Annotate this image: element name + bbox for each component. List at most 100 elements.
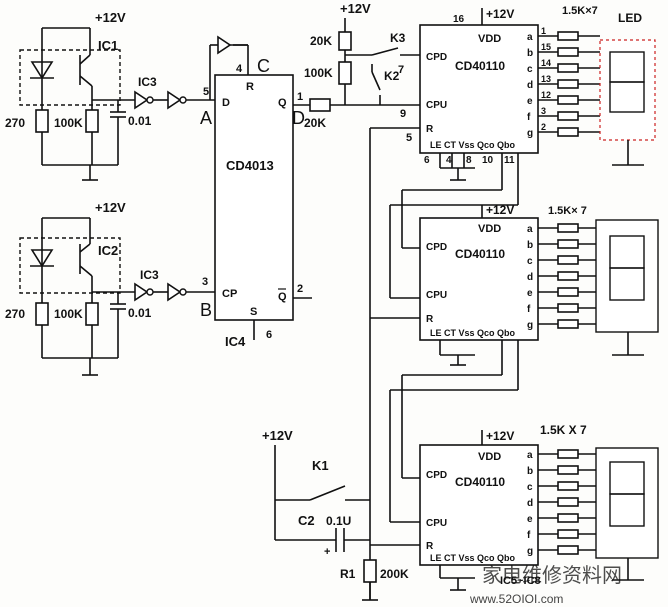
mid-part: CD40110 [455, 247, 505, 261]
ic4-num-2: 2 [297, 283, 303, 295]
r1-label: R1 [340, 567, 356, 581]
segment-resistor [557, 47, 579, 57]
top-display [599, 39, 656, 166]
ic1-supply-label: +12V [95, 10, 126, 25]
ic2-label: IC2 [98, 243, 118, 258]
segment-label-c: c [527, 482, 533, 493]
bot-r: R [426, 541, 434, 552]
ic1-optocoupler [19, 27, 215, 181]
segment-resistor [557, 319, 579, 329]
switch-k2[interactable]: K2 [384, 69, 400, 83]
segment-resistor [557, 31, 579, 41]
segment-label-b: b [527, 48, 533, 59]
segment-label-d: d [527, 498, 533, 509]
segment-label-e: e [527, 514, 533, 525]
ic2-resistor-270: 270 [5, 307, 25, 321]
bot-cpd: CPD [426, 470, 447, 481]
top-r: R [426, 124, 434, 135]
segment-resistor [557, 465, 579, 475]
watermark-url: www.52OIOI.com [469, 592, 563, 606]
segment-label-e: e [527, 288, 533, 299]
top-pin-10: 10 [482, 155, 494, 166]
top-pin-7: 7 [398, 64, 404, 76]
ic4-num-5: 5 [203, 86, 209, 98]
ic2-supply-label: +12V [95, 200, 126, 215]
ic2-pot-100k: 100K [54, 307, 83, 321]
mid-r: R [426, 314, 434, 325]
switch-k3[interactable]: K3 [390, 31, 406, 45]
segment-label-e: e [527, 96, 533, 107]
ic1-cap: 0.01 [128, 114, 152, 128]
segment-pin-c: 14 [541, 58, 551, 68]
bot-part: CD40110 [455, 475, 505, 489]
watermark-text: 家电维修资料网 [482, 564, 622, 587]
segment-label-d: d [527, 80, 533, 91]
segment-pin-e: 12 [541, 90, 551, 100]
bot-res-label: 1.5K X 7 [540, 423, 587, 437]
segment-pin-d: 13 [541, 74, 551, 84]
mid-cpd: CPD [426, 242, 447, 253]
segment-label-b: b [527, 240, 533, 251]
segment-resistor [557, 63, 579, 73]
ic4-num-1: 1 [297, 91, 303, 103]
r100k: 100K [304, 66, 333, 80]
segment-resistor [557, 287, 579, 297]
top-pin-9: 9 [400, 108, 406, 120]
top-cpd: CPD [426, 52, 447, 63]
top-pin-16: 16 [453, 14, 465, 25]
bot-cpu: CPU [426, 518, 447, 529]
top-switch-supply: +12V [340, 1, 371, 16]
segment-pin-g: 2 [541, 122, 546, 132]
segment-label-a: a [527, 450, 533, 461]
segment-resistor [557, 79, 579, 89]
segment-pin-a: 1 [541, 26, 546, 36]
top-counter [369, 8, 539, 600]
top-pin-8: 8 [466, 155, 472, 166]
ic2-cap: 0.01 [128, 306, 152, 320]
mid-counter [370, 205, 539, 523]
mid-res-label: 1.5K× 7 [548, 205, 587, 217]
ic1-resistor-270: 270 [5, 116, 25, 130]
top-cpu: CPU [426, 100, 447, 111]
switch-k1[interactable]: K1 [312, 458, 329, 473]
bot-vdd: VDD [478, 451, 501, 463]
segment-label-a: a [527, 32, 533, 43]
cap-c2-value: 0.1U [326, 514, 351, 528]
segment-resistor [557, 255, 579, 265]
bot-bottom-pins: LE CT Vss Qco Qbo [430, 553, 516, 563]
ic2-optocoupler [19, 217, 215, 376]
top-supply: +12V [486, 7, 514, 21]
segment-resistor [557, 95, 579, 105]
ic4-part: CD4013 [226, 158, 274, 173]
top-vdd: VDD [478, 33, 501, 45]
ic4-num-3: 3 [202, 276, 208, 288]
segment-resistor [557, 111, 579, 121]
svg-text:+: + [324, 546, 330, 558]
node-d: D [292, 108, 305, 128]
mid-vdd: VDD [478, 223, 501, 235]
top-pin-6: 6 [424, 155, 430, 166]
ic4-num-4: 4 [236, 63, 243, 75]
mid-cpu: CPU [426, 290, 447, 301]
ic4-pin-cp: CP [222, 288, 237, 300]
segment-resistor [557, 271, 579, 281]
top-pin-4: 4 [446, 155, 452, 166]
segment-resistor [557, 449, 579, 459]
top-part: CD40110 [455, 59, 505, 73]
ic4-pin-s: S [250, 306, 257, 318]
ic4-flipflop [209, 35, 375, 340]
segment-label-c: c [527, 64, 533, 75]
top-pin-5: 5 [406, 132, 412, 144]
top-bottom-pins: LE CT Vss Qco Qbo [430, 140, 516, 150]
top-pin-11: 11 [504, 155, 515, 166]
ic1-label: IC1 [98, 38, 118, 53]
ic3-label-bottom: IC3 [140, 268, 159, 282]
node-c: C [257, 56, 270, 76]
top-res-label: 1.5K×7 [562, 5, 598, 17]
reset-network [274, 445, 378, 601]
segment-label-f: f [527, 530, 531, 541]
ic4-label: IC4 [225, 334, 246, 349]
